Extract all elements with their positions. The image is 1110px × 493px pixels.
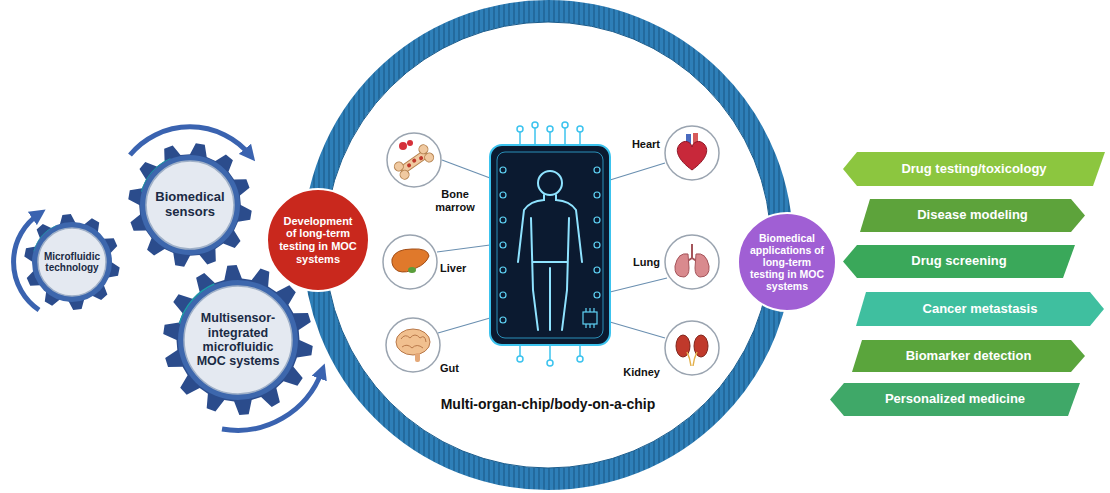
node-label: Drug screening — [859, 254, 1059, 269]
organ-circle — [665, 321, 719, 375]
banner-node: Cancer metastasis — [856, 292, 1104, 326]
organ-circle — [665, 235, 719, 289]
node-label: Personalized medicine — [846, 392, 1064, 407]
node-label: Gut — [440, 362, 480, 375]
node-label: Development of long-term testing in MOC … — [278, 215, 358, 266]
kidney-icon — [676, 335, 708, 366]
ring-outline — [303, 0, 793, 490]
node-label: Kidney — [616, 366, 660, 379]
node-label: Drug testing/toxicology — [859, 162, 1089, 177]
heart-icon — [677, 133, 706, 170]
banner-shape — [856, 292, 1104, 326]
leader-line — [610, 163, 665, 180]
organ-circle — [383, 235, 437, 289]
cycle-arrows — [14, 127, 322, 430]
human-figure — [518, 171, 582, 330]
node-label: Bone marrow — [430, 188, 480, 213]
mini-chip-icon — [583, 308, 597, 328]
organ-circle — [386, 318, 440, 372]
node-label: Disease modeling — [876, 208, 1069, 223]
leader-line — [438, 318, 490, 333]
organ-node: Lung — [664, 234, 720, 290]
banner-node: Drug testing/toxicology — [843, 152, 1105, 186]
banner-shape — [852, 340, 1085, 372]
organ-node: Kidney — [664, 320, 720, 376]
gear-hub — [140, 155, 240, 255]
gear-node: Microfluidic technology — [24, 214, 120, 310]
chip-inner-frame — [497, 152, 603, 338]
bone-icon — [393, 140, 436, 181]
chip-body — [490, 145, 610, 345]
leader-line — [610, 322, 665, 338]
node-label: Biomedical sensors — [151, 190, 229, 220]
node-label: Biomarker detection — [868, 349, 1069, 364]
gear-teeth — [24, 214, 119, 310]
banner-shape — [860, 199, 1085, 232]
organ-node: Gut — [385, 317, 441, 373]
body-on-chip-illustration — [490, 122, 610, 366]
gear-face — [184, 286, 292, 394]
disc-node: Development of long-term testing in MOC … — [266, 188, 370, 292]
lung-icon — [675, 244, 709, 277]
node-label: Cancer metastasis — [872, 302, 1088, 317]
gear-node: Biomedical sensors — [128, 143, 252, 267]
leader-line — [442, 160, 490, 178]
banner-node: Biomarker detection — [852, 340, 1085, 372]
leader-line — [437, 245, 490, 252]
organ-node: Bone marrow — [386, 132, 442, 188]
banner-node: Disease modeling — [860, 199, 1085, 232]
leader-line — [610, 278, 667, 292]
disc-node: Biomedical applications of long-term tes… — [737, 212, 837, 312]
organ-outline — [386, 132, 442, 188]
gear-hub — [178, 280, 298, 400]
node-label: Lung — [616, 256, 660, 269]
gear-hub — [32, 222, 112, 302]
organ-node: Liver — [382, 234, 438, 290]
banner-shape — [843, 152, 1105, 186]
node-label: Liver — [440, 262, 480, 275]
process-circle — [738, 213, 836, 311]
node-label: Multi-organ-chip/body-on-a-chip — [303, 396, 793, 412]
banner-shape — [830, 383, 1080, 416]
gear-teeth — [128, 143, 251, 266]
organ-outline — [664, 125, 720, 181]
banner-shape — [843, 245, 1075, 278]
organ-circle — [387, 133, 441, 187]
organ-outline — [664, 234, 720, 290]
organ-node: Heart — [664, 125, 720, 181]
organ-outline — [385, 317, 441, 373]
banner-node: Drug screening — [843, 245, 1075, 278]
banner-node: Personalized medicine — [830, 383, 1080, 416]
node-label: Heart — [616, 138, 660, 151]
process-circle — [267, 189, 369, 291]
organ-outline — [382, 234, 438, 290]
organ-outline — [664, 320, 720, 376]
gear-face — [38, 228, 106, 296]
ring-node: Multi-organ-chip/body-on-a-chip Bone marr… — [303, 0, 793, 490]
brain-icon — [396, 329, 430, 362]
node-label: Microfluidic technology — [41, 251, 103, 274]
organ-circle — [665, 126, 719, 180]
gear-teeth — [163, 265, 313, 415]
gear-face — [146, 161, 234, 249]
node-label: Biomedical applications of long-term tes… — [747, 232, 827, 292]
node-label: Multisensor-integrated microfluidic MOC … — [190, 311, 286, 369]
liver-icon — [392, 249, 429, 273]
cycle-arrow — [130, 127, 250, 155]
gear-node: Multisensor-integrated microfluidic MOC … — [163, 265, 313, 415]
